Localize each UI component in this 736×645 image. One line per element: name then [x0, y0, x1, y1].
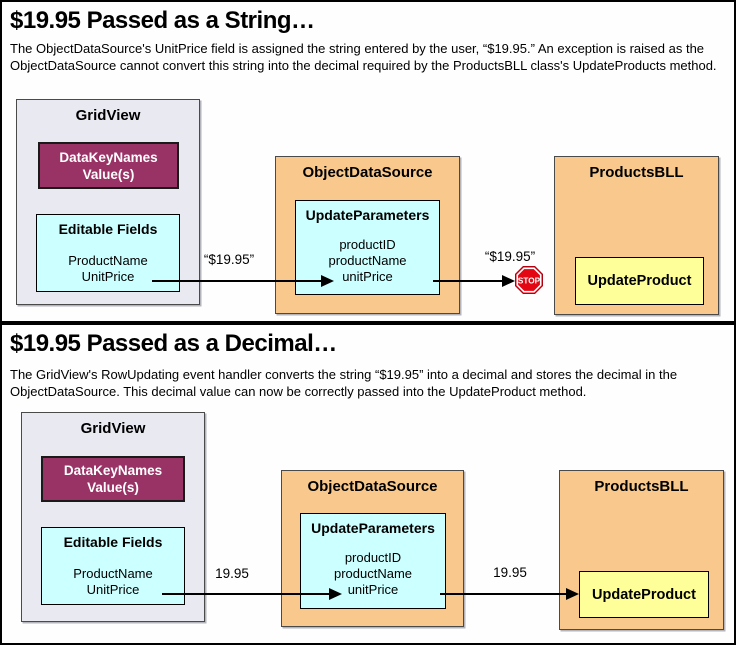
- arrow-label-decimal-2: 19.95: [493, 565, 527, 580]
- panel-title: $19.95 Passed as a String…: [10, 7, 315, 34]
- editable-fields-title: Editable Fields: [63, 534, 163, 550]
- datakeynames-box: DataKeyNames Value(s): [38, 142, 179, 189]
- arrow-ods-to-bll: [433, 280, 503, 282]
- datakeynames-box: DataKeyNames Value(s): [41, 456, 185, 502]
- param-productid: productID: [344, 550, 402, 565]
- field-unitprice: UnitPrice: [86, 582, 140, 597]
- arrow-label-decimal-1: 19.95: [215, 566, 249, 581]
- updateparameters-title: UpdateParameters: [311, 520, 435, 536]
- updateparameters-box: UpdateParameters productID productName u…: [295, 200, 440, 295]
- editable-fields-box: Editable Fields ProductName UnitPrice: [36, 214, 180, 292]
- panel-passed-as-string: $19.95 Passed as a String… The ObjectDat…: [0, 0, 736, 323]
- objectdatasource-title: ObjectDataSource: [302, 164, 433, 181]
- field-productname: ProductName: [73, 566, 153, 581]
- productsbll-title: ProductsBLL: [594, 478, 689, 495]
- arrow-ods-to-bll: [440, 593, 567, 595]
- param-productid: productID: [339, 237, 396, 252]
- gridview-title: GridView: [75, 107, 141, 124]
- stop-icon-text: STOP: [518, 277, 541, 286]
- param-productname: productName: [328, 253, 407, 268]
- updateparameters-title: UpdateParameters: [305, 207, 430, 223]
- panel-description: The GridView's RowUpdating event handler…: [10, 367, 678, 399]
- arrowhead-ods-to-bll: [566, 588, 579, 600]
- editable-fields-box: Editable Fields ProductName UnitPrice: [41, 527, 185, 605]
- updateproduct-box: UpdateProduct: [575, 257, 704, 305]
- field-unitprice: UnitPrice: [81, 269, 135, 284]
- arrowhead-ods-to-bll: [502, 275, 515, 287]
- datakeynames-line2: Value(s): [87, 480, 139, 495]
- arrow-gridview-to-ods: [162, 593, 330, 595]
- objectdatasource-title: ObjectDataSource: [307, 478, 438, 495]
- arrowhead-gridview-to-ods: [329, 588, 342, 600]
- editable-fields-title: Editable Fields: [58, 221, 158, 237]
- param-unitprice: unitPrice: [342, 269, 393, 284]
- gridview-title: GridView: [80, 420, 146, 437]
- datakeynames-line1: DataKeyNames: [59, 149, 158, 165]
- updateproduct-box: UpdateProduct: [579, 571, 709, 618]
- stop-icon: STOP: [515, 266, 543, 299]
- field-productname: ProductName: [68, 253, 148, 268]
- panel-passed-as-decimal: $19.95 Passed as a Decimal… The GridView…: [0, 323, 736, 645]
- arrow-gridview-to-ods: [152, 280, 322, 282]
- panel-description: The ObjectDataSource's UnitPrice field i…: [10, 41, 717, 73]
- param-unitprice: unitPrice: [347, 582, 399, 597]
- datakeynames-line2: Value(s): [82, 166, 135, 182]
- productsbll-title: ProductsBLL: [589, 164, 684, 181]
- param-productname: productName: [333, 566, 413, 581]
- panel-title: $19.95 Passed as a Decimal…: [10, 330, 337, 357]
- arrow-label-string-2: “$19.95”: [484, 249, 536, 264]
- arrow-label-string-1: “$19.95”: [203, 252, 255, 267]
- arrowhead-gridview-to-ods: [321, 275, 334, 287]
- datakeynames-line1: DataKeyNames: [63, 463, 163, 478]
